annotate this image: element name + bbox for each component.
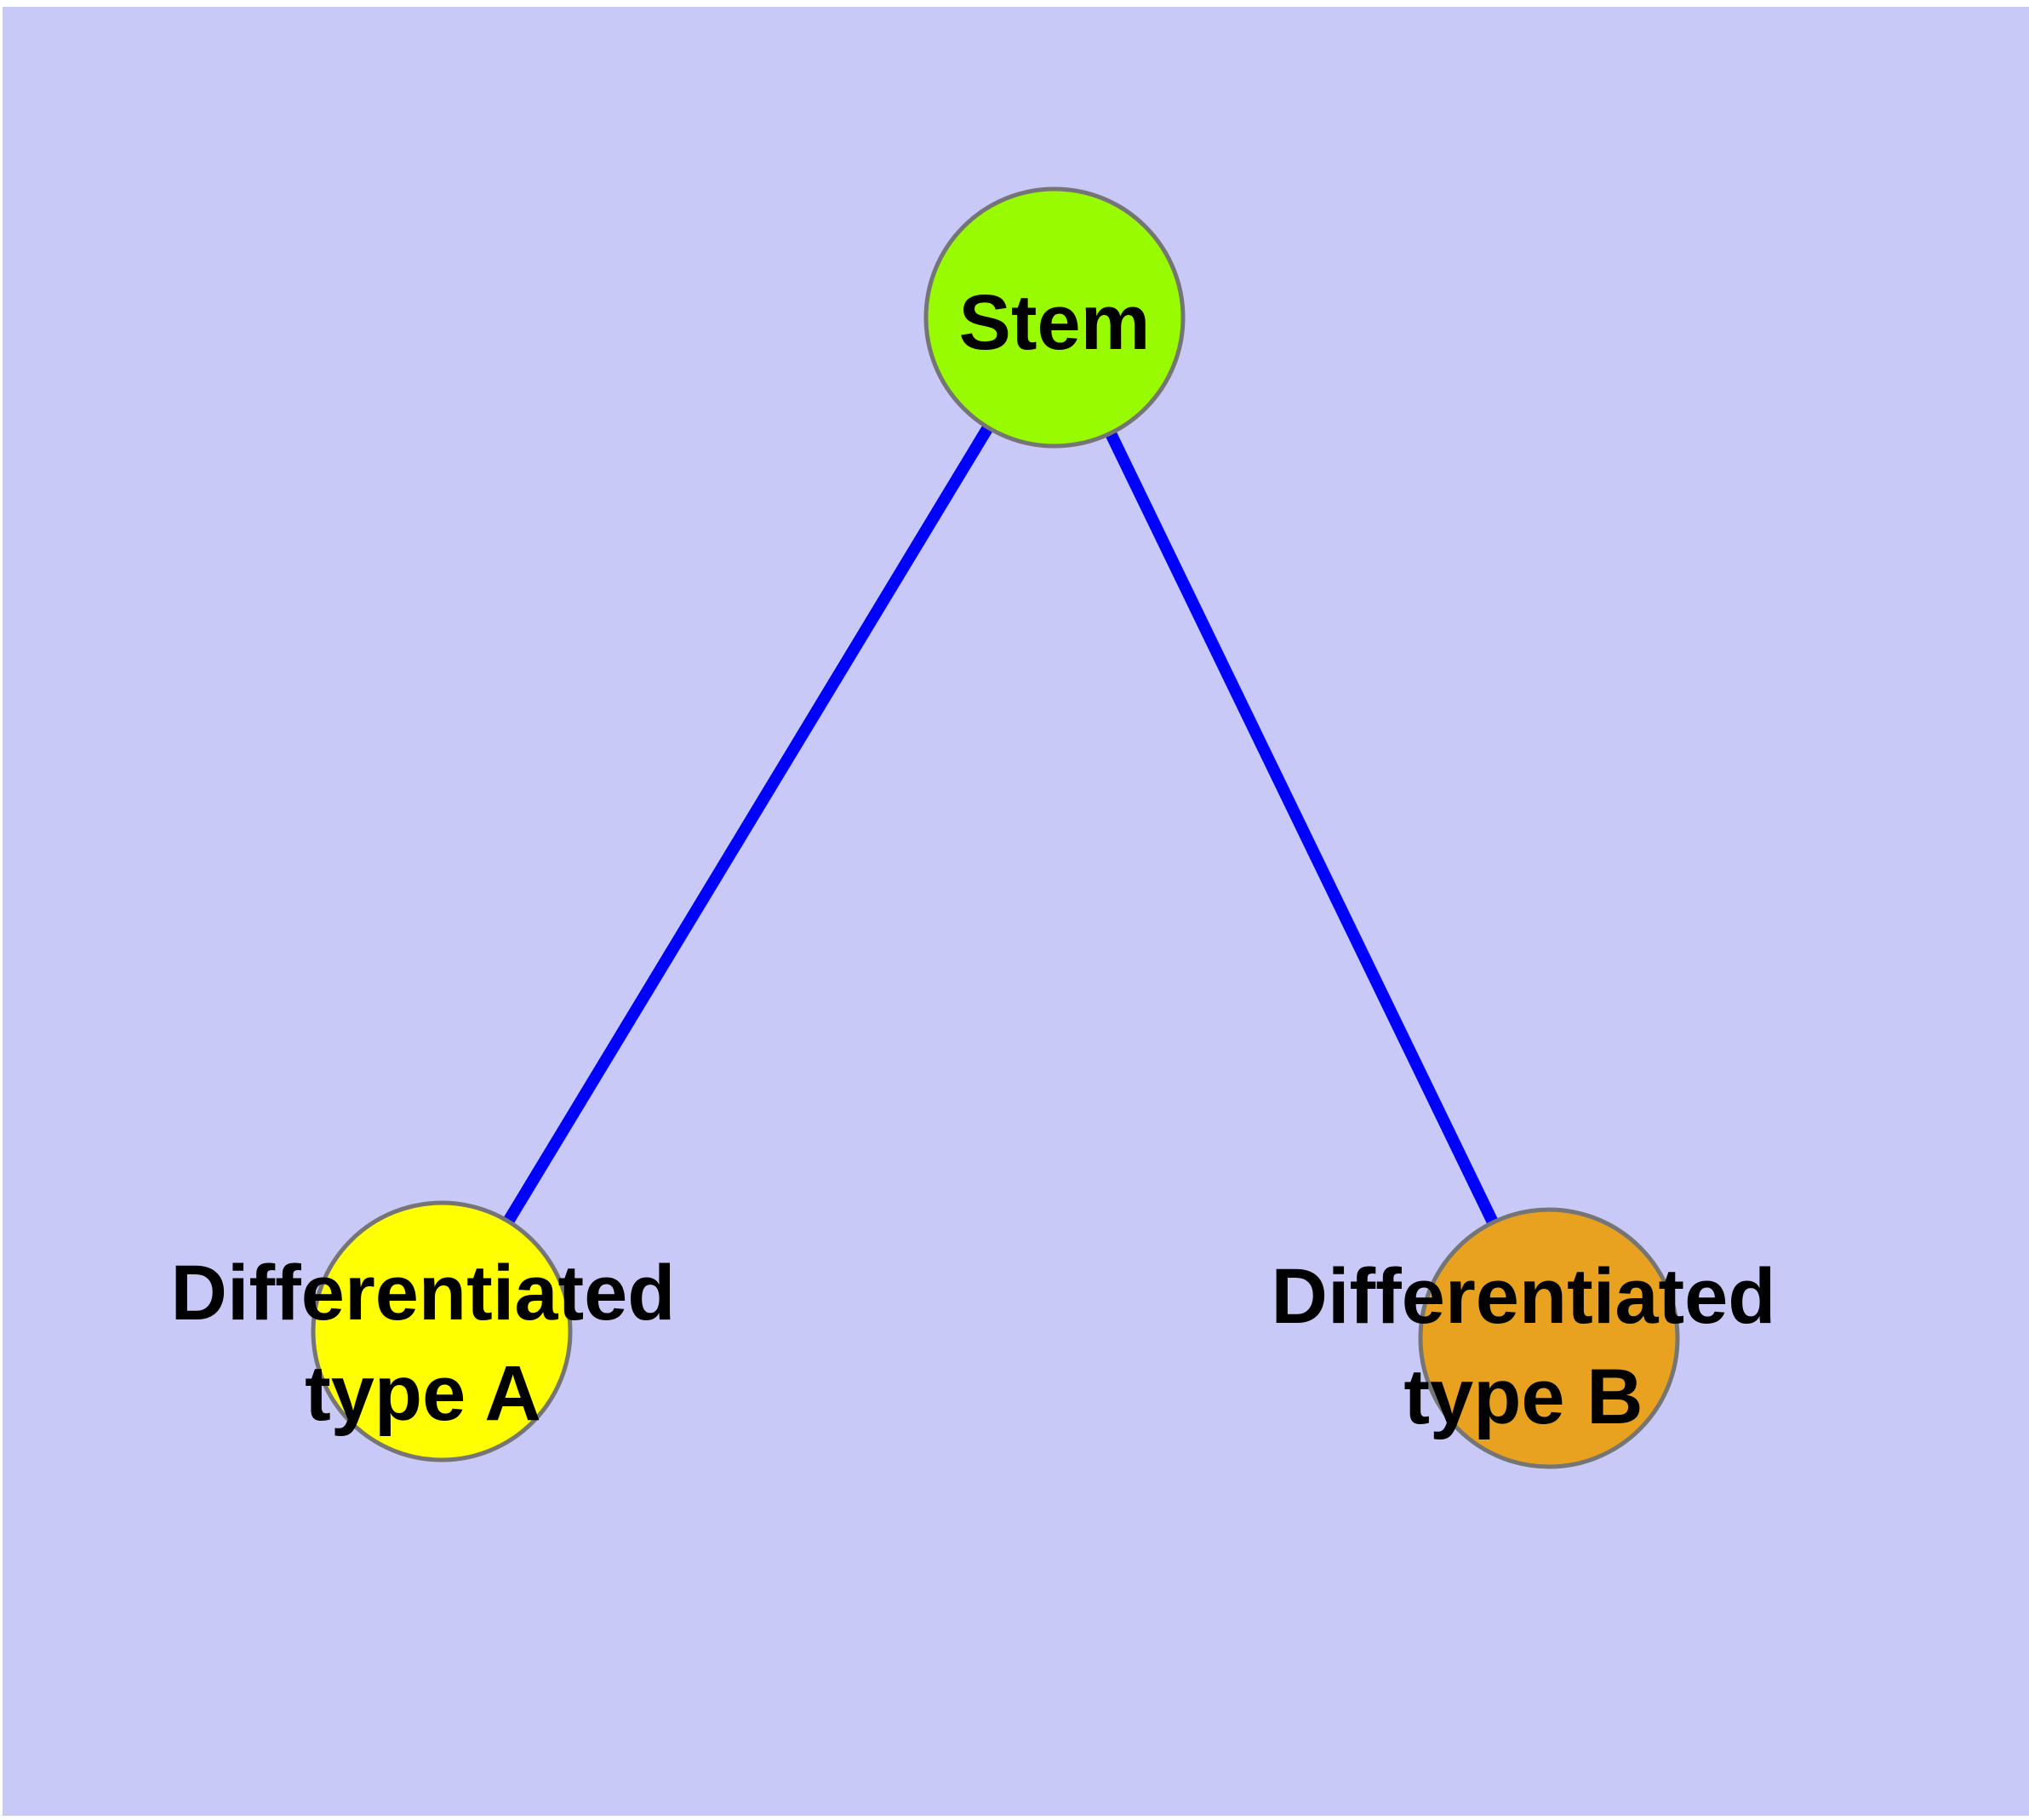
type-b-node-label: Differentiated type B <box>1272 1246 1776 1447</box>
type-a-label-line1: Differentiated <box>170 1250 676 1336</box>
type-a-label-line2: type A <box>305 1350 541 1437</box>
type-b-label-line2: type B <box>1403 1354 1643 1440</box>
type-a-node-label: Differentiated type A <box>171 1243 676 1444</box>
type-b-node-circle <box>1418 1207 1680 1469</box>
edge-stem-to-type-b <box>1049 314 1555 1342</box>
type-b-label-line1: Differentiated <box>1271 1253 1776 1340</box>
type-a-node-circle <box>311 1200 573 1462</box>
stem-node-circle <box>923 186 1186 449</box>
stem-node-label: Stem <box>958 279 1151 366</box>
edge-stem-to-type-a <box>437 314 1060 1335</box>
